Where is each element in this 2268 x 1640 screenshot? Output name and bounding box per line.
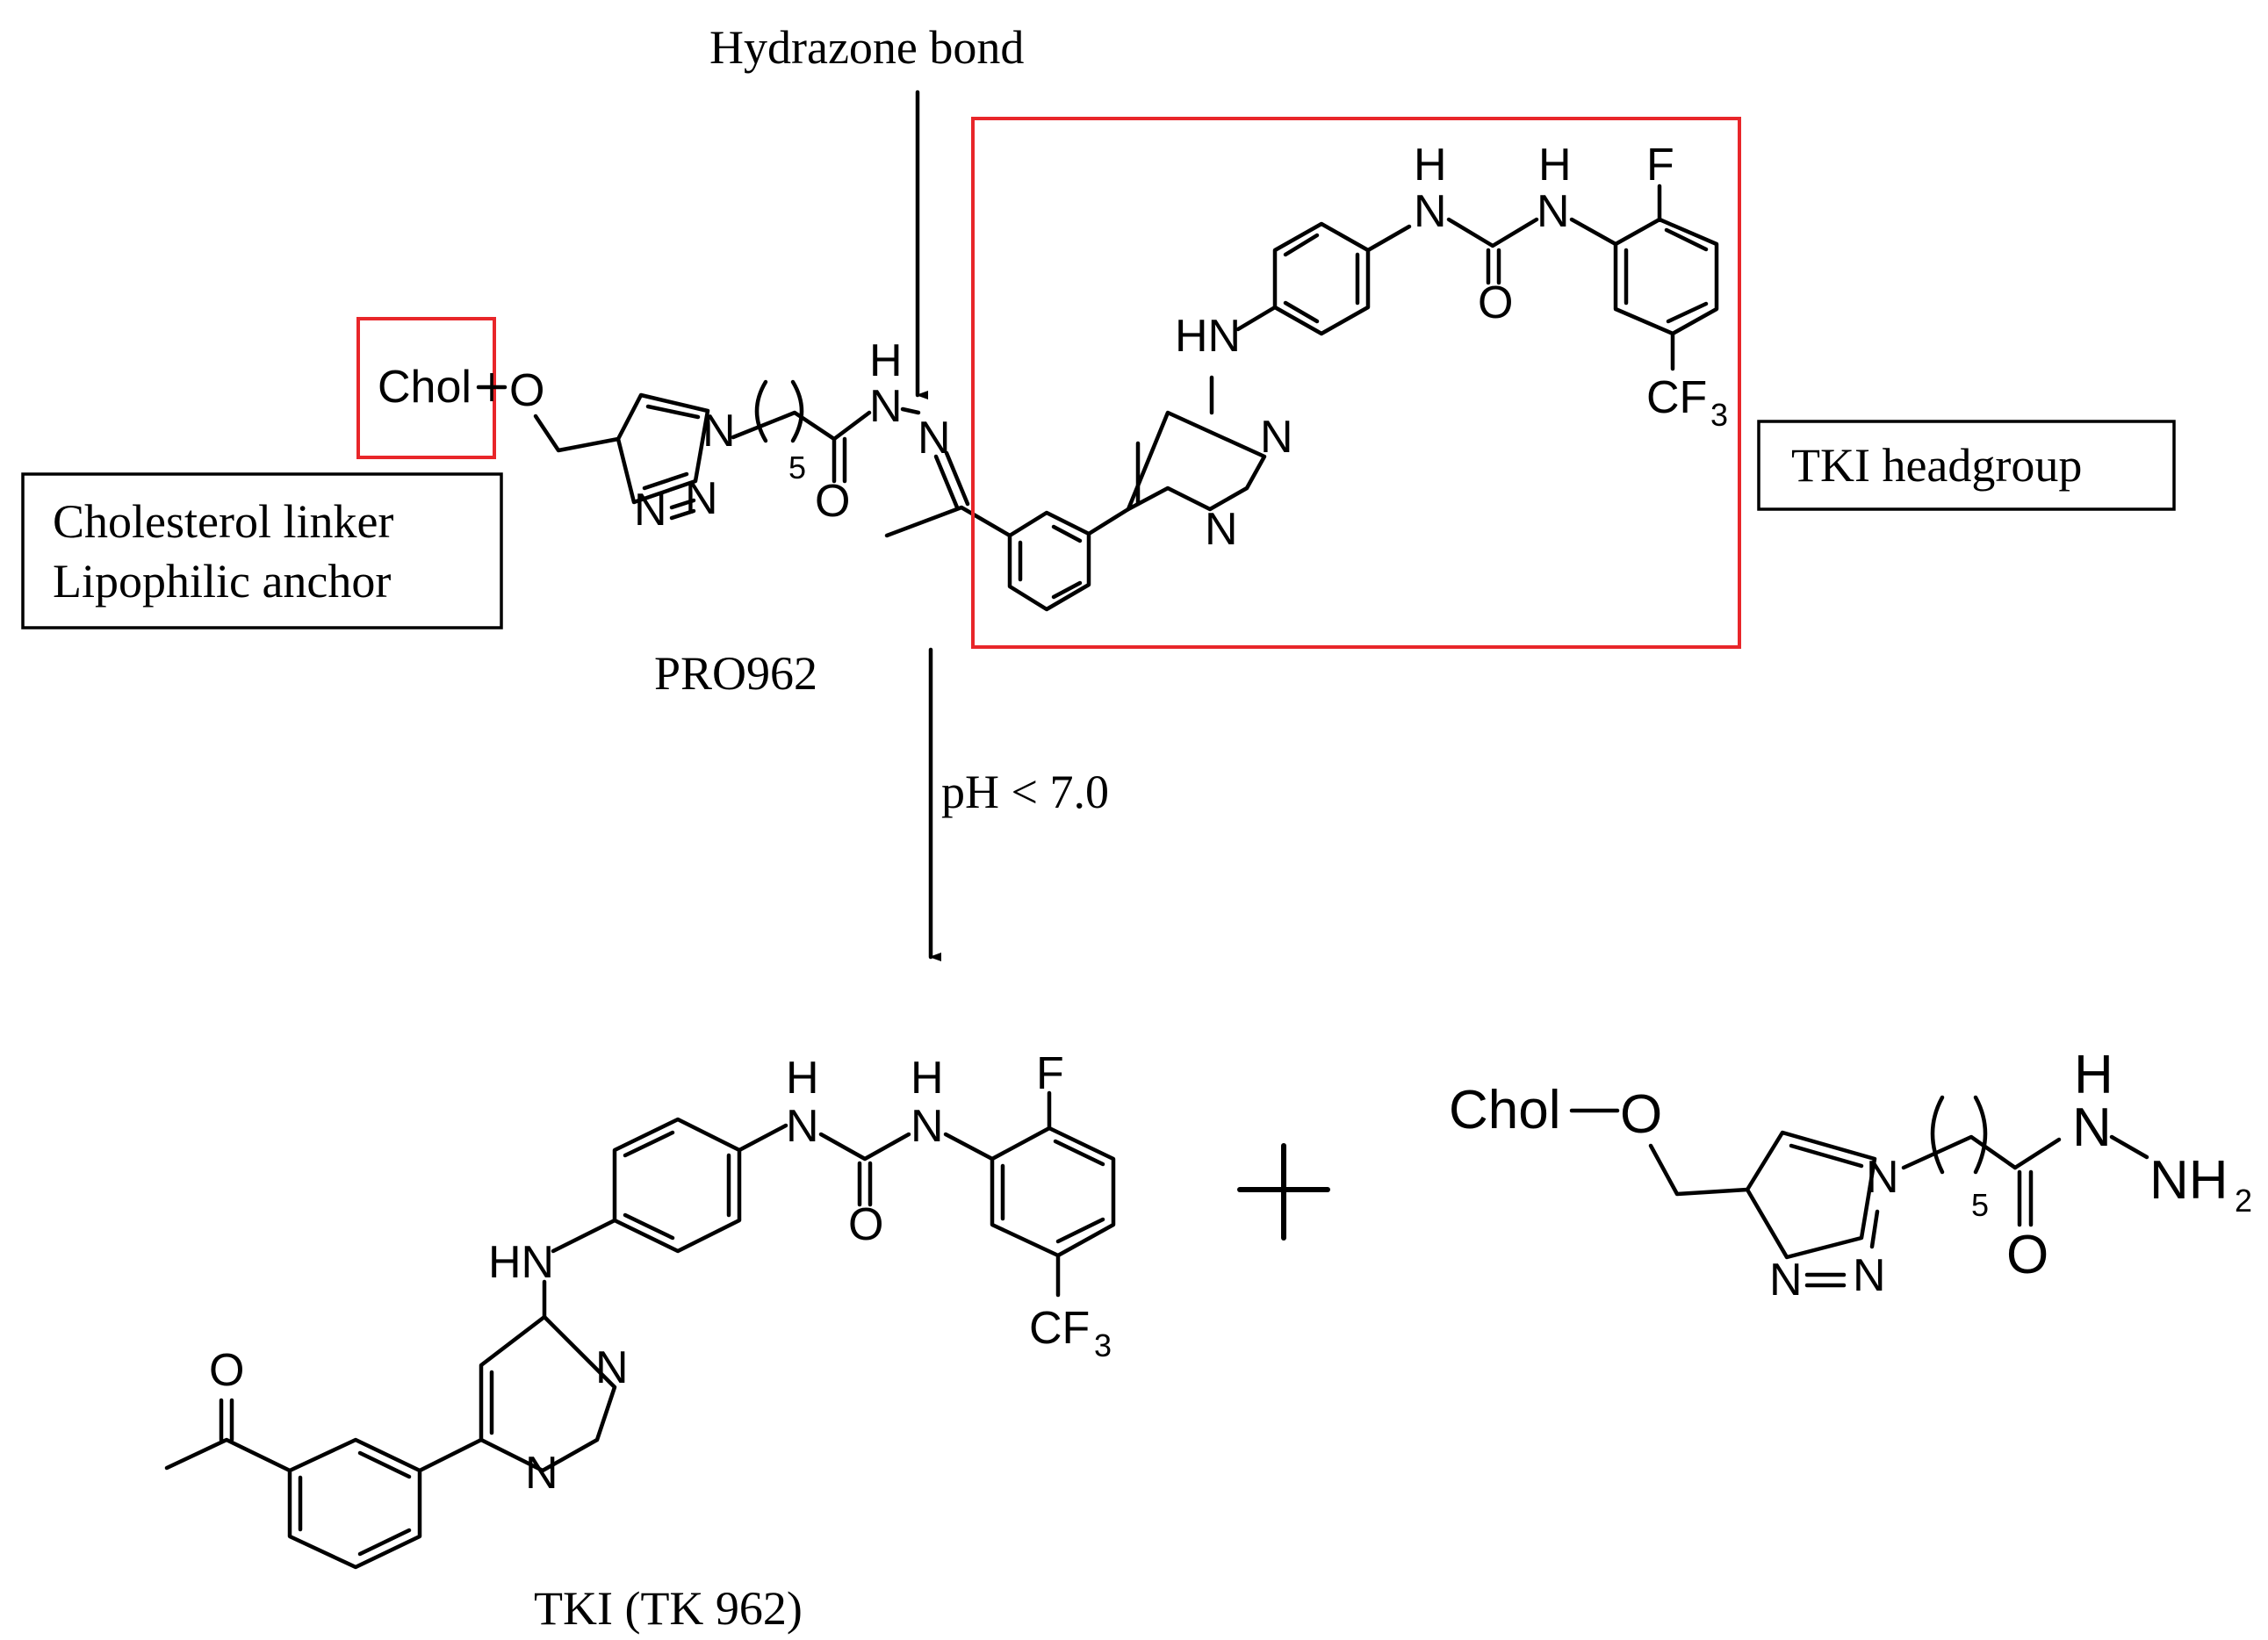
atom-n-imine-top: N bbox=[918, 413, 951, 464]
atom-n3-top: N bbox=[634, 485, 667, 536]
atom-n-hydrazide1: N bbox=[2072, 1097, 2112, 1158]
atom-h-urea1-bottom: H bbox=[786, 1053, 819, 1104]
atom-cf3-sub-bottom: 3 bbox=[1094, 1327, 1112, 1363]
atom-n1-top: N bbox=[702, 406, 736, 457]
atom-o-carbonyl-top: O bbox=[815, 476, 850, 527]
atom-h-hydrazide1: H bbox=[2074, 1045, 2113, 1105]
label-hydrazone-bond: Hydrazone bond bbox=[709, 21, 1024, 74]
label-tki-headgroup: TKI headgroup bbox=[1791, 439, 2082, 492]
pro962-molecule: Chol O N N N 5 O N H N bbox=[356, 117, 1741, 649]
atom-o-carbonyl-bottom: O bbox=[2006, 1225, 2048, 1285]
atom-nh2-hydrazide: NH bbox=[2149, 1150, 2228, 1211]
atom-o-bottom: O bbox=[1620, 1084, 1662, 1145]
atom-n-pyr2-top: N bbox=[1260, 412, 1293, 463]
atom-hn-top: HN bbox=[1175, 311, 1241, 362]
label-lipophilic-anchor: Lipophilic anchor bbox=[53, 555, 391, 608]
atom-n-urea1-bottom: N bbox=[786, 1101, 819, 1152]
tki-headgroup-label-box bbox=[1757, 420, 2176, 511]
atom-f-bottom: F bbox=[1036, 1048, 1064, 1099]
linker-label-box bbox=[21, 472, 503, 629]
atom-cf3-sub-top: 3 bbox=[1710, 397, 1728, 433]
atom-o-top: O bbox=[509, 365, 544, 416]
atom-o-acetyl: O bbox=[209, 1345, 244, 1396]
chol-hydrazide-molecule: Chol O N N N 5 O N H NH 2 bbox=[1449, 1045, 2252, 1306]
label-cholesterol-linker: Cholesterol linker bbox=[53, 495, 393, 548]
atom-n-pyr1-bottom: N bbox=[525, 1448, 558, 1499]
plus-sign bbox=[1237, 1143, 1330, 1241]
atom-h-amide-top: H bbox=[869, 335, 903, 386]
atom-o-urea-top: O bbox=[1478, 277, 1513, 328]
atom-h-urea2-top: H bbox=[1538, 140, 1572, 191]
atom-h-urea2-bottom: H bbox=[911, 1053, 944, 1104]
tki-product-molecule: O N N HN N H O N H bbox=[164, 1048, 1116, 1570]
atom-n1-bottom: N bbox=[1866, 1152, 1899, 1203]
atom-nh2-sub: 2 bbox=[2235, 1183, 2252, 1219]
tki-highlight-box bbox=[971, 117, 1741, 649]
atom-n-amide-top: N bbox=[869, 381, 903, 432]
atom-h-urea1-top: H bbox=[1414, 140, 1447, 191]
atom-n2-top: N bbox=[685, 473, 718, 524]
label-pro962: PRO962 bbox=[654, 647, 817, 700]
chain-subscript-5-bottom: 5 bbox=[1971, 1187, 1989, 1223]
atom-n-pyr2-bottom: N bbox=[595, 1342, 629, 1393]
atom-chol-top: Chol bbox=[378, 362, 472, 413]
chain-subscript-5-top: 5 bbox=[788, 450, 806, 486]
atom-n2-bottom: N bbox=[1853, 1250, 1886, 1301]
label-ph-condition: pH < 7.0 bbox=[941, 766, 1109, 818]
atom-f-top: F bbox=[1646, 140, 1674, 191]
atom-cf3-top: CF bbox=[1646, 372, 1707, 423]
atom-n3-bottom: N bbox=[1769, 1255, 1803, 1306]
atom-o-urea-bottom: O bbox=[848, 1199, 883, 1250]
atom-n-urea2-bottom: N bbox=[911, 1101, 944, 1152]
atom-n-pyr1-top: N bbox=[1205, 504, 1238, 555]
label-tki-product: TKI (TK 962) bbox=[534, 1582, 803, 1635]
atom-hn-bottom: HN bbox=[488, 1237, 554, 1288]
atom-n-urea1-top: N bbox=[1414, 186, 1447, 237]
atom-chol-bottom: Chol bbox=[1449, 1080, 1561, 1140]
atom-n-urea2-top: N bbox=[1537, 186, 1570, 237]
atom-cf3-bottom: CF bbox=[1029, 1303, 1090, 1354]
